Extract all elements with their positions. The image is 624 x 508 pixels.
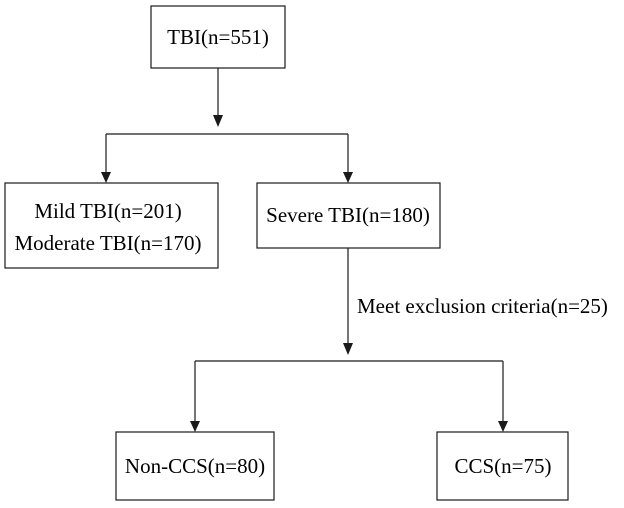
arrowhead-non-ccs: [190, 421, 200, 432]
arrowhead-total-split: [213, 115, 223, 127]
node-severe-label: Severe TBI(n=180): [266, 203, 430, 227]
node-severe: Severe TBI(n=180): [256, 182, 441, 249]
node-mild-moderate-box: [4, 182, 219, 269]
node-non-ccs: Non-CCS(n=80): [115, 431, 275, 501]
node-ccs-box: [436, 431, 569, 501]
node-moderate-label: Moderate TBI(n=170): [15, 231, 202, 255]
node-ccs-label: CCS(n=75): [454, 454, 551, 478]
arrowhead-exclusion: [343, 343, 353, 355]
node-total-label: TBI(n=551): [167, 25, 269, 49]
node-non-ccs-label: Non-CCS(n=80): [125, 454, 265, 478]
node-total: TBI(n=551): [150, 5, 286, 69]
connectors: [101, 68, 508, 432]
exclusion-label: Meet exclusion criteria(n=25): [357, 294, 608, 318]
node-severe-box: [256, 182, 441, 249]
node-mild-label: Mild TBI(n=201): [34, 199, 181, 223]
node-ccs: CCS(n=75): [436, 431, 569, 501]
arrowhead-severe: [343, 172, 353, 183]
node-total-box: [150, 5, 286, 69]
node-mild-moderate: Mild TBI(n=201) Moderate TBI(n=170): [4, 182, 219, 269]
arrowhead-ccs: [498, 421, 508, 432]
arrowhead-mild-moderate: [101, 172, 111, 183]
node-non-ccs-box: [115, 431, 275, 501]
